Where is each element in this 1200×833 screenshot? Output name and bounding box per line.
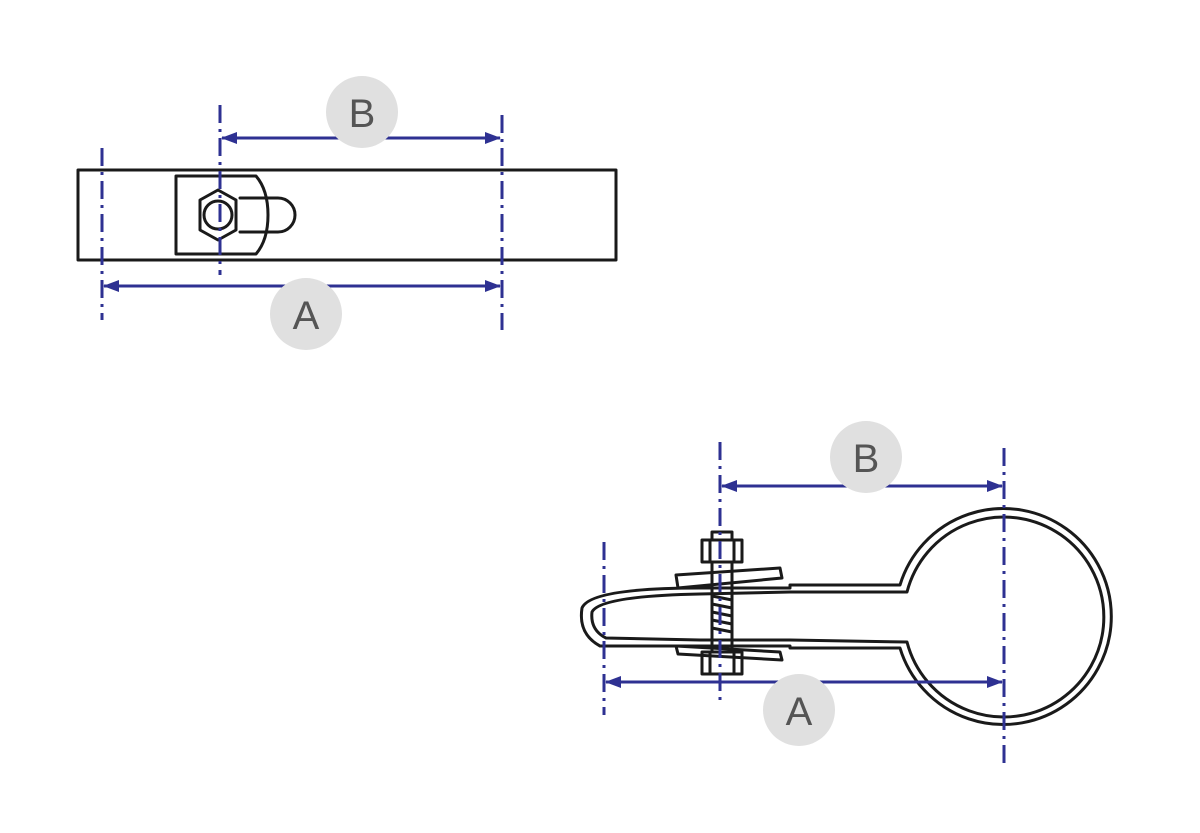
top-view-strap [76,168,618,262]
top-view-dim-a-label: A [293,294,320,338]
side-view-dim-b-badge: B [830,421,902,493]
top-view-dim-b-label: B [349,92,376,136]
top-view-dim-a-badge: A [270,278,342,350]
side-view-dim-a-label: A [786,690,813,734]
side-view-dim-b-label: B [853,437,880,481]
side-view-dim-a-badge: A [763,674,835,746]
top-view-dim-b-badge: B [326,76,398,148]
top-view: B A [76,76,618,350]
side-view: B A [579,421,1113,768]
side-view-clamp-body [579,507,1113,726]
